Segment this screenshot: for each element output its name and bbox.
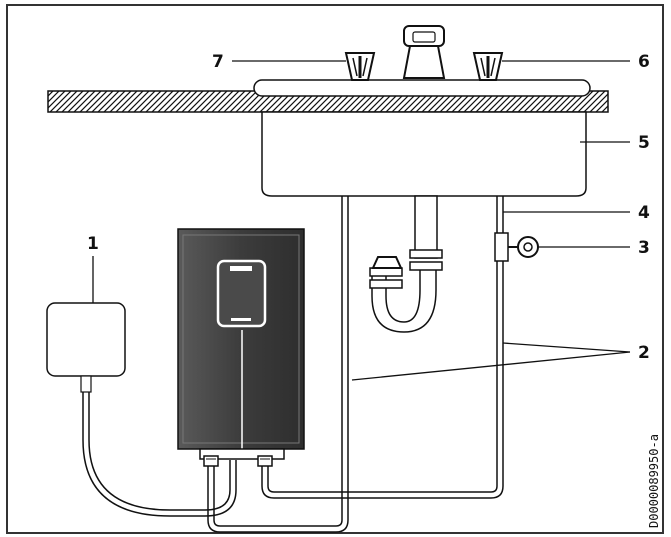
callout-4: 4 — [638, 203, 650, 223]
document-code: D0000089950-a — [647, 434, 661, 528]
power-cable — [82, 392, 237, 517]
callout-2: 2 — [638, 343, 650, 363]
drain-trap — [369, 195, 443, 333]
mixer-tap — [402, 25, 446, 79]
sink-basin — [261, 111, 587, 197]
callout-1: 1 — [87, 234, 99, 254]
tap-valve-7 — [344, 52, 376, 81]
heater-control-panel — [216, 259, 267, 328]
connection-pipes — [207, 196, 504, 533]
leader-lines — [92, 60, 631, 381]
callout-5: 5 — [638, 133, 650, 153]
callout-3: 3 — [638, 238, 650, 258]
tap-valve-6 — [472, 52, 504, 81]
water-heater — [177, 228, 305, 467]
sink-rim — [253, 79, 591, 97]
callout-6: 6 — [638, 52, 650, 72]
callout-7: 7 — [212, 52, 224, 72]
power-supply-box — [46, 302, 126, 393]
